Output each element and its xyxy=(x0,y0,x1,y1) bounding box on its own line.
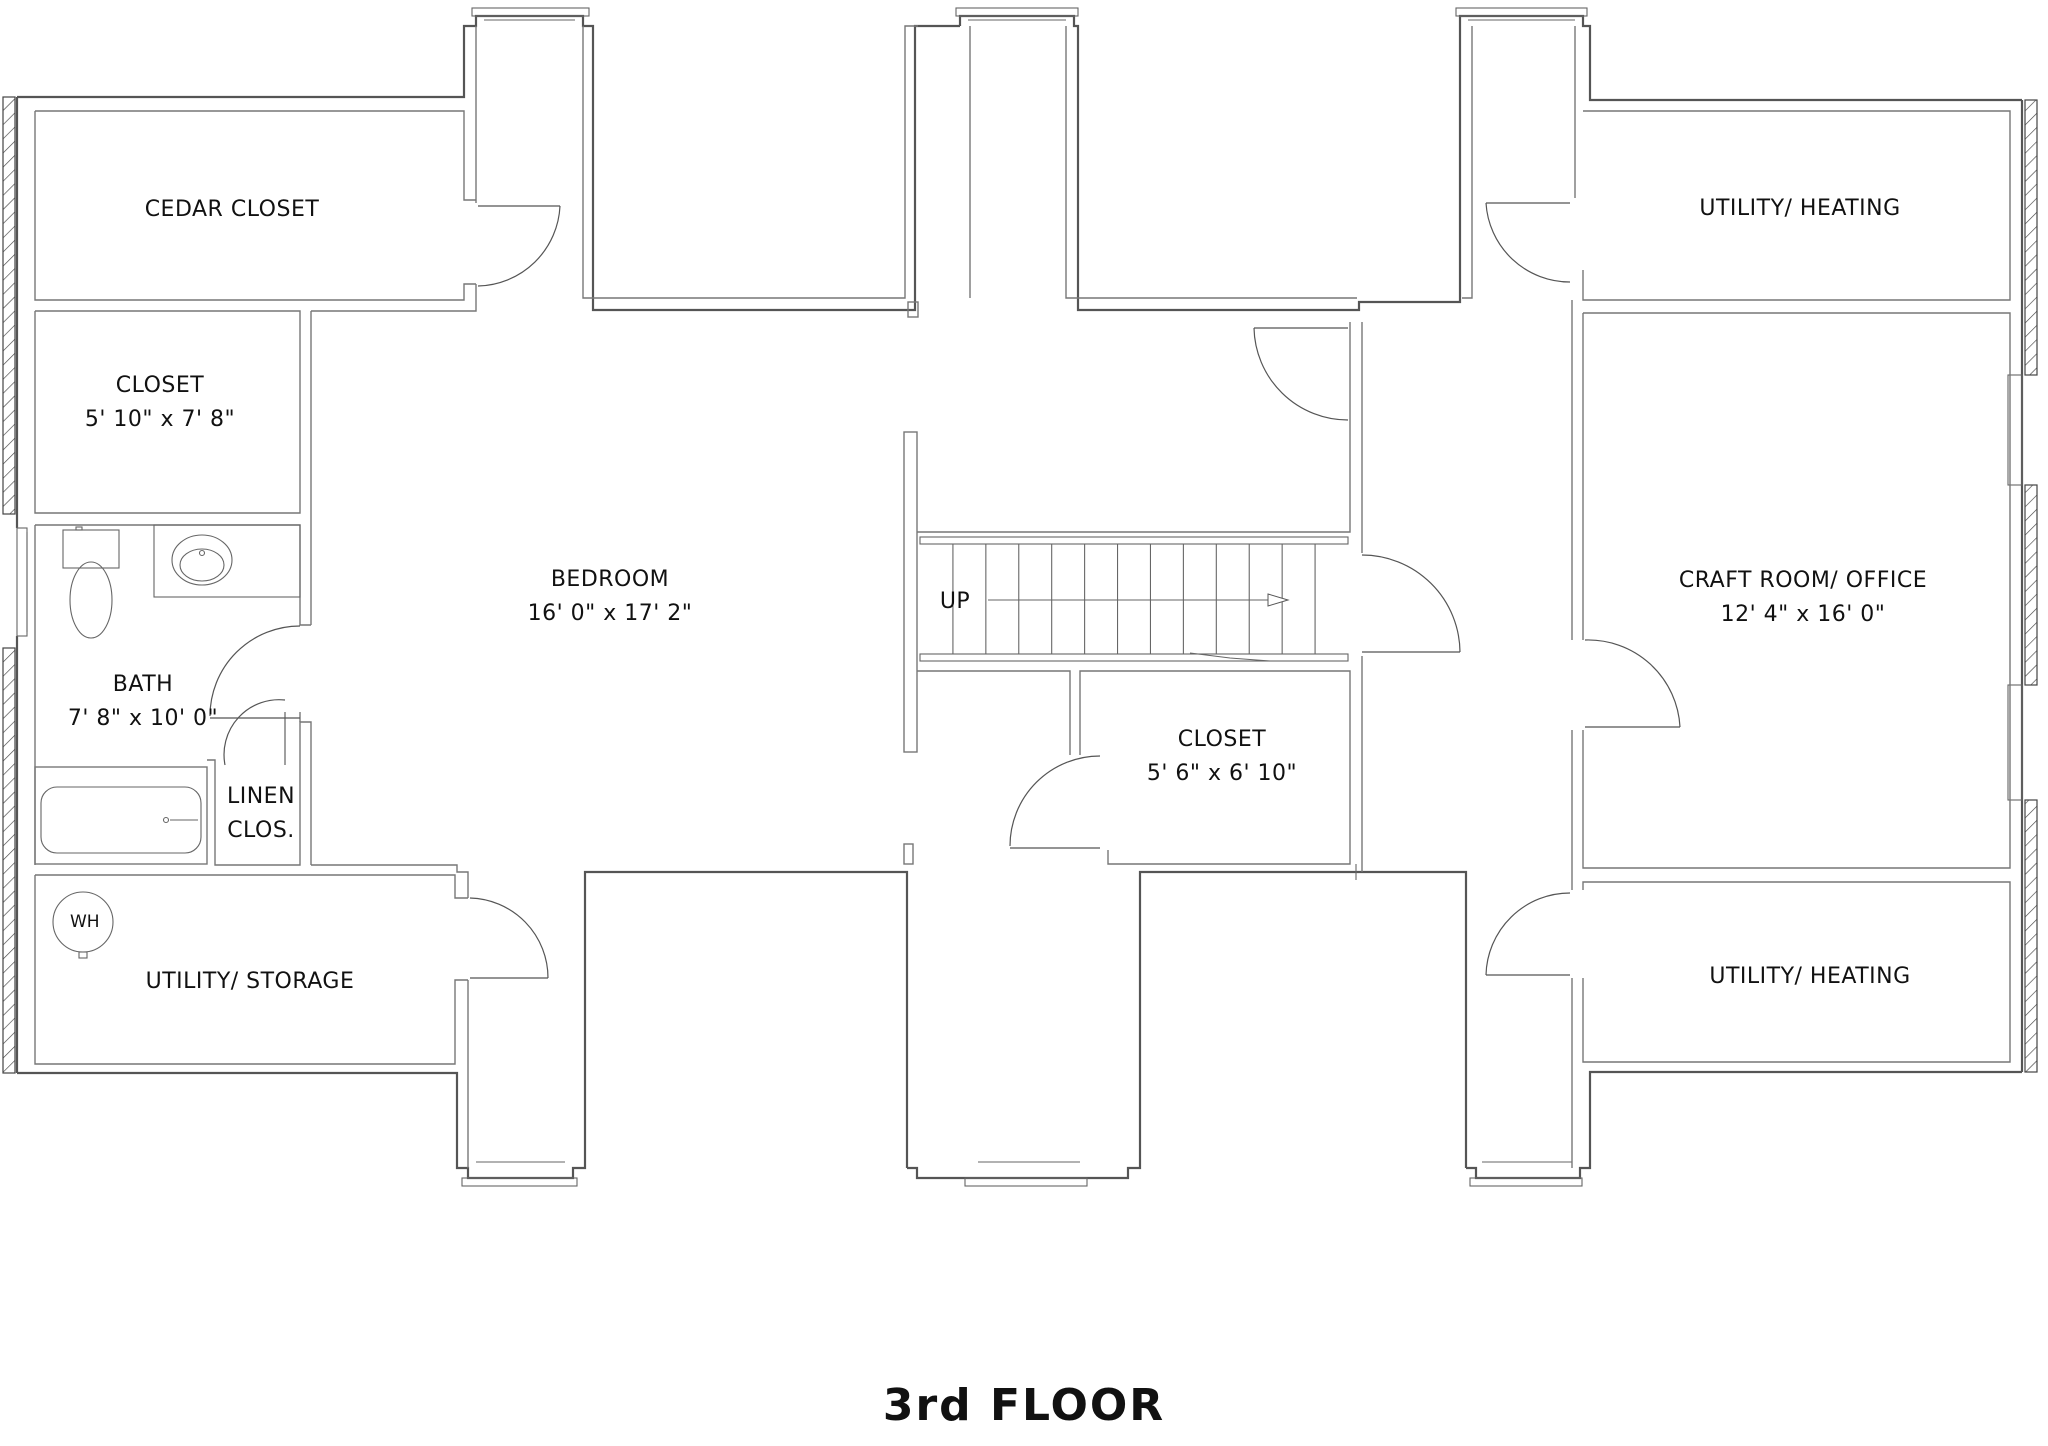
toilet-icon xyxy=(62,526,120,639)
doors xyxy=(209,202,1681,979)
room-linen-closet: LINEN CLOS. xyxy=(227,780,295,848)
stair-up-label: UP xyxy=(940,585,970,619)
water-heater-icon xyxy=(52,891,114,959)
room-cedar-closet: CEDAR CLOSET xyxy=(145,193,320,227)
room-name: CRAFT ROOM/ OFFICE xyxy=(1678,568,1928,593)
stair-direction: UP xyxy=(939,589,971,614)
room-name: UTILITY/ HEATING xyxy=(1699,196,1901,221)
water-heater-label: WH xyxy=(70,912,100,932)
bathtub-icon xyxy=(40,786,202,854)
right-exterior-wall xyxy=(2007,99,2038,1073)
interior-walls xyxy=(34,25,2011,1168)
room-name: CEDAR CLOSET xyxy=(144,197,320,222)
room-name: UTILITY/ HEATING xyxy=(1709,964,1911,989)
room-dimensions: 5' 6" x 6' 10" xyxy=(1146,761,1298,787)
room-closet-center: CLOSET 5' 6" x 6' 10" xyxy=(1147,723,1297,791)
room-dimensions: 7' 8" x 10' 0" xyxy=(67,706,219,732)
room-craft-room: CRAFT ROOM/ OFFICE 12' 4" x 16' 0" xyxy=(1679,564,1927,632)
room-utility-heating-bottom: UTILITY/ HEATING xyxy=(1709,960,1910,994)
room-name: UTILITY/ STORAGE xyxy=(145,969,355,994)
room-utility-storage: UTILITY/ STORAGE xyxy=(146,965,355,999)
room-bath: BATH 7' 8" x 10' 0" xyxy=(68,668,218,736)
left-exterior-wall xyxy=(2,96,28,1074)
room-utility-heating-top: UTILITY/ HEATING xyxy=(1699,192,1900,226)
room-name: BATH xyxy=(112,672,174,697)
floor-title: 3rd FLOOR xyxy=(882,1380,1166,1431)
sink-icon xyxy=(153,524,301,598)
room-name: CLOSET xyxy=(115,373,205,398)
room-bedroom: BEDROOM 16' 0" x 17' 2" xyxy=(528,563,693,631)
room-dimensions: 5' 10" x 7' 8" xyxy=(84,407,236,433)
staircase xyxy=(919,536,1349,662)
room-name-line2: CLOS. xyxy=(227,818,295,844)
room-name: LINEN xyxy=(226,784,296,809)
outer-shell xyxy=(17,7,2022,1187)
room-name: CLOSET xyxy=(1177,727,1267,752)
room-dimensions: 12' 4" x 16' 0" xyxy=(1720,602,1886,628)
room-dimensions: 16' 0" x 17' 2" xyxy=(527,601,693,627)
room-name: BEDROOM xyxy=(550,567,670,592)
room-closet-left: CLOSET 5' 10" x 7' 8" xyxy=(85,369,235,437)
